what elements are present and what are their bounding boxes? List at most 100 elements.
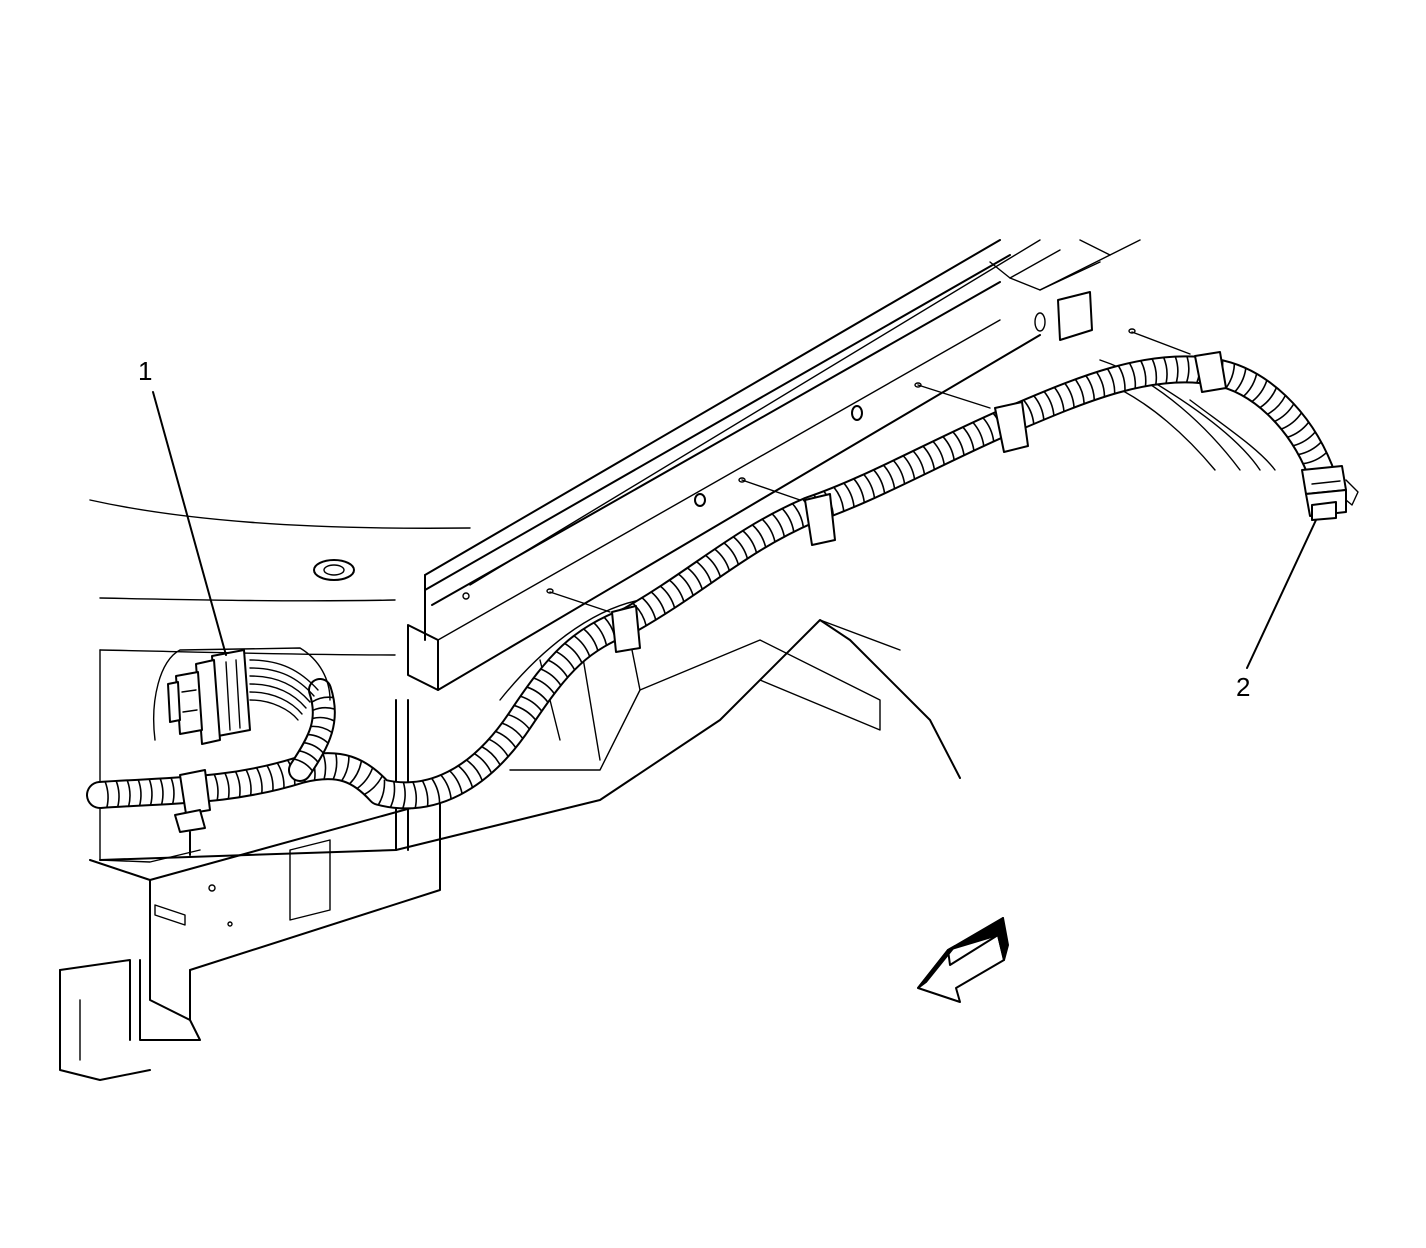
harness-corrugation-ring	[104, 781, 109, 808]
harness-corrugation-ring	[761, 518, 776, 543]
harness-corrugation-ring	[593, 622, 608, 646]
harness-corrugation-ring	[255, 767, 263, 794]
harness-corrugation-ring	[473, 752, 493, 774]
harness-corrugation-ring	[299, 750, 319, 763]
harness-corrugation-ring	[641, 597, 657, 621]
harness-corrugation-ring	[771, 513, 786, 537]
harness-corrugation-ring	[1251, 380, 1268, 403]
harness-corrugation-ring	[533, 677, 555, 695]
harness-corrugation-ring	[1302, 451, 1328, 465]
harness-corrugation-ring	[573, 635, 591, 657]
callout-1-leader	[152, 391, 227, 656]
harness-corrugation-ring	[1298, 441, 1322, 456]
harness-corrugation-ring	[481, 745, 501, 766]
harness-corrugation-ring	[402, 782, 406, 809]
connector-1	[153, 647, 331, 745]
harness-corrugation-ring	[932, 440, 946, 465]
harness-corrugation-ring	[115, 780, 120, 808]
harness-corrugation-ring	[912, 450, 926, 475]
harness-corrugation-ring	[1280, 412, 1303, 430]
harness-corrugation-ring	[224, 772, 230, 799]
harness-corrugation-ring	[972, 421, 985, 447]
harness-corrugation-ring	[1022, 399, 1035, 425]
harness-corrugation-ring	[137, 779, 142, 806]
harness-corrugation-ring	[1043, 391, 1055, 416]
harness-corrugation-ring	[341, 755, 350, 782]
harness-corrugation-ring	[1033, 395, 1045, 420]
harness-corrugation-ring	[1292, 431, 1316, 447]
harness-corrugation-ring	[1064, 382, 1075, 408]
harness-corrugation-ring	[1128, 362, 1137, 389]
harness-corrugation-ring	[659, 585, 676, 609]
harness-corrugation-ring	[276, 762, 285, 789]
harness-corrugation-ring	[1162, 357, 1168, 384]
harness-corrugation-ring	[245, 769, 252, 796]
harness-corrugation-ring	[677, 573, 694, 596]
harness-corrugation-ring	[843, 482, 855, 508]
harness-corrugation-ring	[1095, 371, 1106, 397]
harness-corrugation-ring	[982, 417, 995, 442]
harness-corrugation-ring	[583, 628, 599, 651]
harness-corrugation-ring	[781, 508, 795, 532]
harness-corrugation-ring	[1234, 368, 1247, 393]
harness-corrugation-ring	[526, 686, 549, 703]
harness-corrugation-ring	[495, 730, 517, 749]
wiring-harness	[86, 355, 1334, 810]
harness-corrugation-ring	[363, 775, 384, 796]
harness-corrugation-ring	[501, 722, 524, 740]
harness-corrugation-ring	[892, 459, 906, 485]
harness-corrugation-ring	[412, 781, 418, 809]
harness-corrugation-ring	[564, 642, 583, 664]
harness-corrugation-ring	[513, 704, 537, 721]
harness-corrugation-ring	[126, 780, 131, 807]
harness-corrugation-ring	[732, 536, 749, 559]
harness-corrugation-ring	[952, 431, 965, 456]
harness-corrugation-ring	[1085, 375, 1096, 401]
harness-corrugation-ring	[1074, 378, 1085, 404]
harness-corrugation-ring	[307, 733, 329, 744]
harness-corrugation-ring	[1274, 403, 1295, 423]
harness-corrugation-ring	[266, 765, 274, 791]
harness-corrugation-ring	[457, 765, 474, 788]
harness-corrugation-ring	[1053, 386, 1065, 412]
harness-corrugation-ring	[705, 554, 722, 578]
harness-corrugation-ring	[863, 473, 876, 499]
callout-2-label: 2	[1236, 672, 1250, 702]
harness-corrugation-ring	[723, 542, 740, 565]
harness-corrugation-ring	[1259, 387, 1278, 409]
harness-corrugation-ring	[696, 560, 713, 584]
harness-corrugation-ring	[356, 767, 374, 790]
harness-corrugation-ring	[170, 777, 175, 805]
harness-corrugation-ring	[389, 781, 396, 808]
harness-corrugation-ring	[1267, 395, 1287, 415]
harness-corrugation-ring	[311, 696, 334, 703]
harness-corrugation-ring	[714, 548, 731, 571]
harness-corrugation-ring	[488, 738, 509, 757]
harness-clips	[174, 328, 1227, 856]
harness-corrugation-ring	[507, 713, 531, 730]
harness-corrugation-ring	[234, 771, 241, 798]
harness-corrugation-ring	[902, 455, 916, 480]
harness-corrugation-ring	[377, 779, 386, 806]
harness-corrugation-ring	[213, 774, 219, 801]
harness-corrugation-ring	[349, 760, 363, 785]
harness-corrugation-ring	[332, 753, 338, 780]
harness-corrugation-ring	[751, 524, 767, 548]
callout-leaders	[152, 391, 1317, 669]
harness-corrugation-ring	[1243, 373, 1258, 397]
harness-corrugation-ring	[421, 780, 429, 807]
harness-corrugation-ring	[547, 659, 569, 678]
harness-corrugation-ring	[962, 426, 975, 451]
harness-corrugation-ring	[148, 778, 153, 806]
harness-corrugation-ring	[1117, 365, 1126, 391]
harness-corrugation-ring	[1174, 356, 1179, 383]
harness-corrugation-ring	[312, 716, 335, 722]
harness-corrugation-ring	[520, 695, 543, 712]
body-structure	[59, 239, 1276, 1081]
harness-corrugation-ring	[303, 741, 324, 754]
harness-corrugation-ring	[833, 486, 845, 512]
harness-corrugation-ring	[742, 530, 758, 554]
harness-corrugation-ring	[1151, 358, 1158, 385]
harness-corrugation-ring	[686, 567, 703, 590]
